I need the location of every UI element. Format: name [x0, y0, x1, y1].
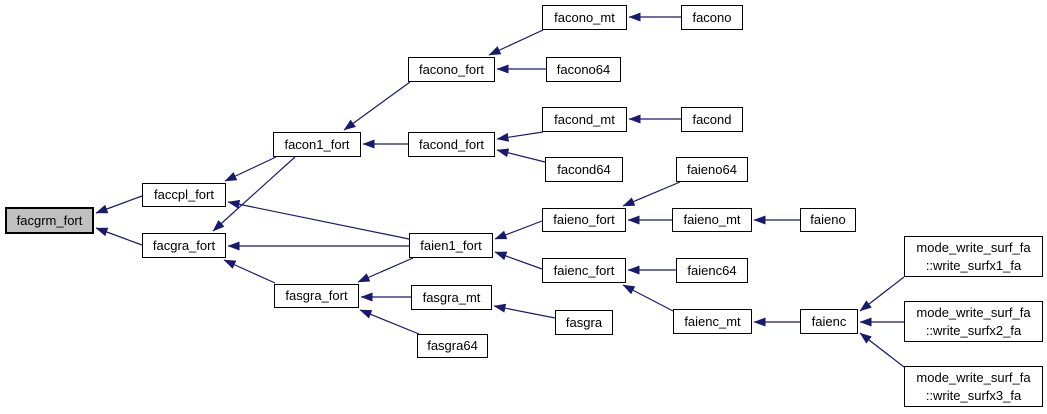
node-faien1_fort[interactable]: faien1_fort	[409, 233, 493, 258]
edge-faienc_mt-to-faienc_fort	[622, 284, 674, 312]
node-facono[interactable]: facono	[681, 5, 743, 30]
node-fasgra[interactable]: fasgra	[555, 310, 613, 335]
node-label: faieno_mt	[683, 212, 741, 227]
node-label: faienc	[811, 313, 847, 329]
node-facond_fort[interactable]: facond_fort	[408, 132, 495, 157]
edge-faieno64-to-faieno_fort	[622, 181, 681, 207]
node-label: facon1_fort	[284, 136, 350, 152]
node-fasgra_fort[interactable]: fasgra_fort	[274, 284, 359, 308]
node-label: facono_mt	[554, 9, 615, 25]
node-label: facono64	[556, 61, 611, 77]
node-label: faieno64	[687, 161, 737, 177]
node-write_surfx3_fa[interactable]: mode_write_surf_fa::write_surfx3_fa	[904, 366, 1043, 407]
node-label: fasgra_fort	[285, 288, 348, 303]
node-label: fasgra	[565, 314, 603, 330]
node-fasgra64[interactable]: fasgra64	[417, 334, 488, 358]
node-faccpl_fort[interactable]: faccpl_fort	[142, 183, 226, 207]
node-label: faien1_fort	[420, 237, 482, 253]
edge-facond_mt-to-facond_fort	[496, 131, 544, 142]
edge-facgra_fort-to-facgrm_fort	[95, 227, 143, 246]
node-label: fasgra_mt	[422, 289, 481, 305]
node-label: mode_write_surf_fa	[916, 239, 1031, 255]
edge-faien1_fort-to-fasgra_fort	[357, 257, 414, 283]
edge-fasgra64-to-fasgra_fort	[359, 309, 420, 335]
node-facono_mt[interactable]: facono_mt	[542, 5, 627, 30]
node-label: faccpl_fort	[154, 187, 214, 202]
node-faienc_fort[interactable]: faienc_fort	[542, 258, 626, 283]
edge-facond64-to-facond_fort	[496, 148, 546, 163]
node-label: facono_fort	[418, 61, 485, 77]
node-label: ::write_surfx1_fa	[925, 257, 1022, 273]
edge-fasgra_fort-to-facgra_fort	[223, 259, 276, 284]
node-label: facond	[692, 111, 732, 127]
node-label: faienc_fort	[553, 262, 615, 278]
node-label: faienc64	[687, 262, 737, 278]
edge-facon1_fort-to-facgra_fort	[212, 156, 296, 232]
node-label: faienc_mt	[684, 313, 741, 329]
node-facond64[interactable]: facond64	[545, 157, 623, 182]
node-label: facgrm_fort	[16, 212, 83, 228]
edge-faccpl_fort-to-facgrm_fort	[95, 195, 143, 214]
node-label: faieno	[810, 212, 846, 227]
node-label: facond_fort	[418, 136, 485, 152]
edge-faien1_fort-to-faccpl_fort	[227, 199, 410, 240]
node-label: facgra_fort	[152, 237, 216, 253]
node-facond_mt[interactable]: facond_mt	[542, 107, 627, 132]
node-label: mode_write_surf_fa	[916, 304, 1031, 320]
edge-facono_mt-to-facono_fort	[488, 29, 544, 56]
node-write_surfx2_fa[interactable]: mode_write_surf_fa::write_surfx2_fa	[904, 301, 1043, 342]
node-label: mode_write_surf_fa	[916, 369, 1031, 385]
edge-write_surfx3_fa-to-faienc	[859, 332, 905, 368]
node-label: fasgra64	[427, 338, 478, 353]
node-label: facono	[692, 9, 732, 25]
edge-facono_fort-to-facon1_fort	[343, 81, 411, 131]
node-facond[interactable]: facond	[681, 107, 743, 132]
node-fasgra_mt[interactable]: fasgra_mt	[411, 285, 492, 310]
node-faieno[interactable]: faieno	[800, 208, 856, 232]
node-facgrm_fort: facgrm_fort	[5, 207, 94, 234]
node-label: facond64	[557, 161, 611, 177]
node-faieno_mt[interactable]: faieno_mt	[672, 208, 752, 232]
node-faieno64[interactable]: faieno64	[676, 157, 748, 182]
edge-fasgra-to-fasgra_mt	[493, 303, 556, 319]
node-facono64[interactable]: facono64	[546, 57, 621, 82]
node-facono_fort[interactable]: facono_fort	[408, 57, 495, 82]
edge-faienc_fort-to-faien1_fort	[494, 251, 543, 270]
node-faienc64[interactable]: faienc64	[676, 258, 748, 283]
edge-faieno_fort-to-faien1_fort	[494, 220, 543, 240]
node-label: faieno_fort	[553, 212, 615, 227]
node-faienc[interactable]: faienc	[800, 309, 858, 334]
node-label: facond_mt	[554, 111, 615, 127]
node-facon1_fort[interactable]: facon1_fort	[273, 132, 361, 157]
node-write_surfx1_fa[interactable]: mode_write_surf_fa::write_surfx1_fa	[904, 236, 1043, 277]
node-faieno_fort[interactable]: faieno_fort	[542, 208, 626, 232]
edge-write_surfx1_fa-to-faienc	[859, 276, 905, 312]
node-label: ::write_surfx3_fa	[925, 387, 1022, 403]
node-faienc_mt[interactable]: faienc_mt	[673, 309, 752, 334]
node-label: ::write_surfx2_fa	[925, 322, 1022, 338]
edge-facon1_fort-to-faccpl_fort	[224, 156, 277, 182]
node-facgra_fort[interactable]: facgra_fort	[142, 233, 226, 258]
